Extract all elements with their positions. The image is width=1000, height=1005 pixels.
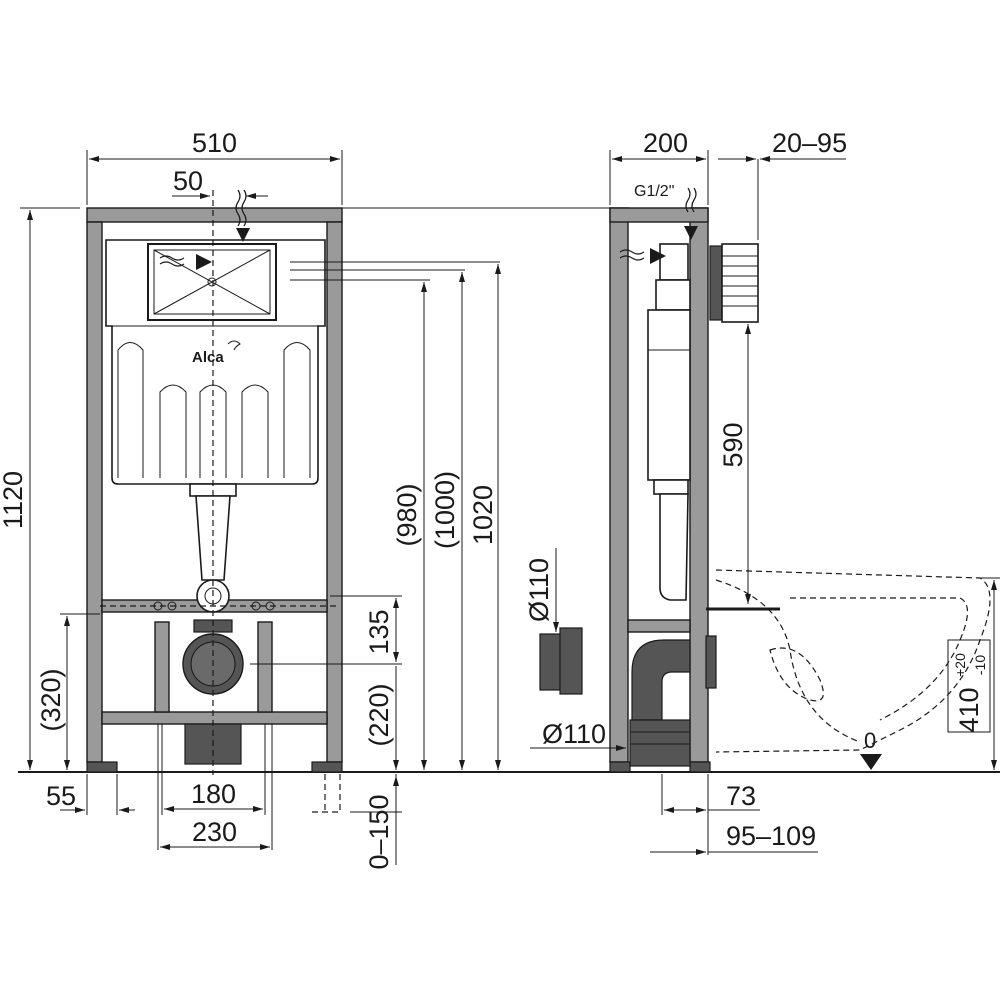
front-bracket-left xyxy=(154,621,170,713)
side-dimensions: 200 20–95 G1/2" 590 Ø110 Ø110 410 +20 -1… xyxy=(524,128,1000,855)
dim-73: 73 xyxy=(726,781,756,811)
front-top-bar xyxy=(86,207,343,223)
front-bracket-right xyxy=(257,621,273,713)
front-right-post xyxy=(326,221,343,763)
dim-diameter-lower: Ø110 xyxy=(542,719,606,749)
dim-980: (980) xyxy=(392,483,422,546)
drain-elbow-side xyxy=(631,639,691,721)
dim-230: 230 xyxy=(192,817,237,847)
dim-1020: 1020 xyxy=(468,485,498,545)
dim-0-150: 0–150 xyxy=(364,794,394,869)
dim-20-95: 20–95 xyxy=(772,128,847,158)
dim-410-plus: +20 xyxy=(952,653,968,677)
brand-logo: Alca xyxy=(192,349,224,366)
dim-50: 50 xyxy=(173,166,203,196)
dim-180: 180 xyxy=(191,779,236,809)
dim-1000: (1000) xyxy=(430,471,460,549)
dim-55: 55 xyxy=(46,781,76,811)
front-left-foot xyxy=(86,761,118,773)
front-left-post xyxy=(86,221,103,763)
dim-95-109: 95–109 xyxy=(726,821,816,851)
wc-bowl-outline xyxy=(715,569,991,753)
side-rear-post xyxy=(609,207,629,763)
side-view xyxy=(342,187,991,773)
dim-1120: 1120 xyxy=(0,471,28,529)
front-low-bar xyxy=(101,711,328,725)
dim-200: 200 xyxy=(643,128,688,158)
dim-220: (220) xyxy=(364,683,394,746)
dim-diameter-upper: Ø110 xyxy=(524,558,554,622)
floor-level-marker xyxy=(860,754,882,770)
front-right-foot xyxy=(311,761,343,773)
dim-135: 135 xyxy=(364,609,394,654)
dim-590: 590 xyxy=(718,422,748,467)
label-water-connection: G1/2" xyxy=(634,183,674,200)
dim-320: (320) xyxy=(36,668,66,731)
dim-410: 410 xyxy=(954,687,984,732)
floor-level-label: 0 xyxy=(864,728,876,753)
front-view: Alca xyxy=(86,189,343,775)
dim-410-minus: -10 xyxy=(972,655,988,675)
dim-510: 510 xyxy=(192,128,237,158)
side-front-post xyxy=(689,207,709,763)
front-dimensions: 510 50 1120 (980) (1000) 1020 (320) 135 … xyxy=(0,128,501,870)
